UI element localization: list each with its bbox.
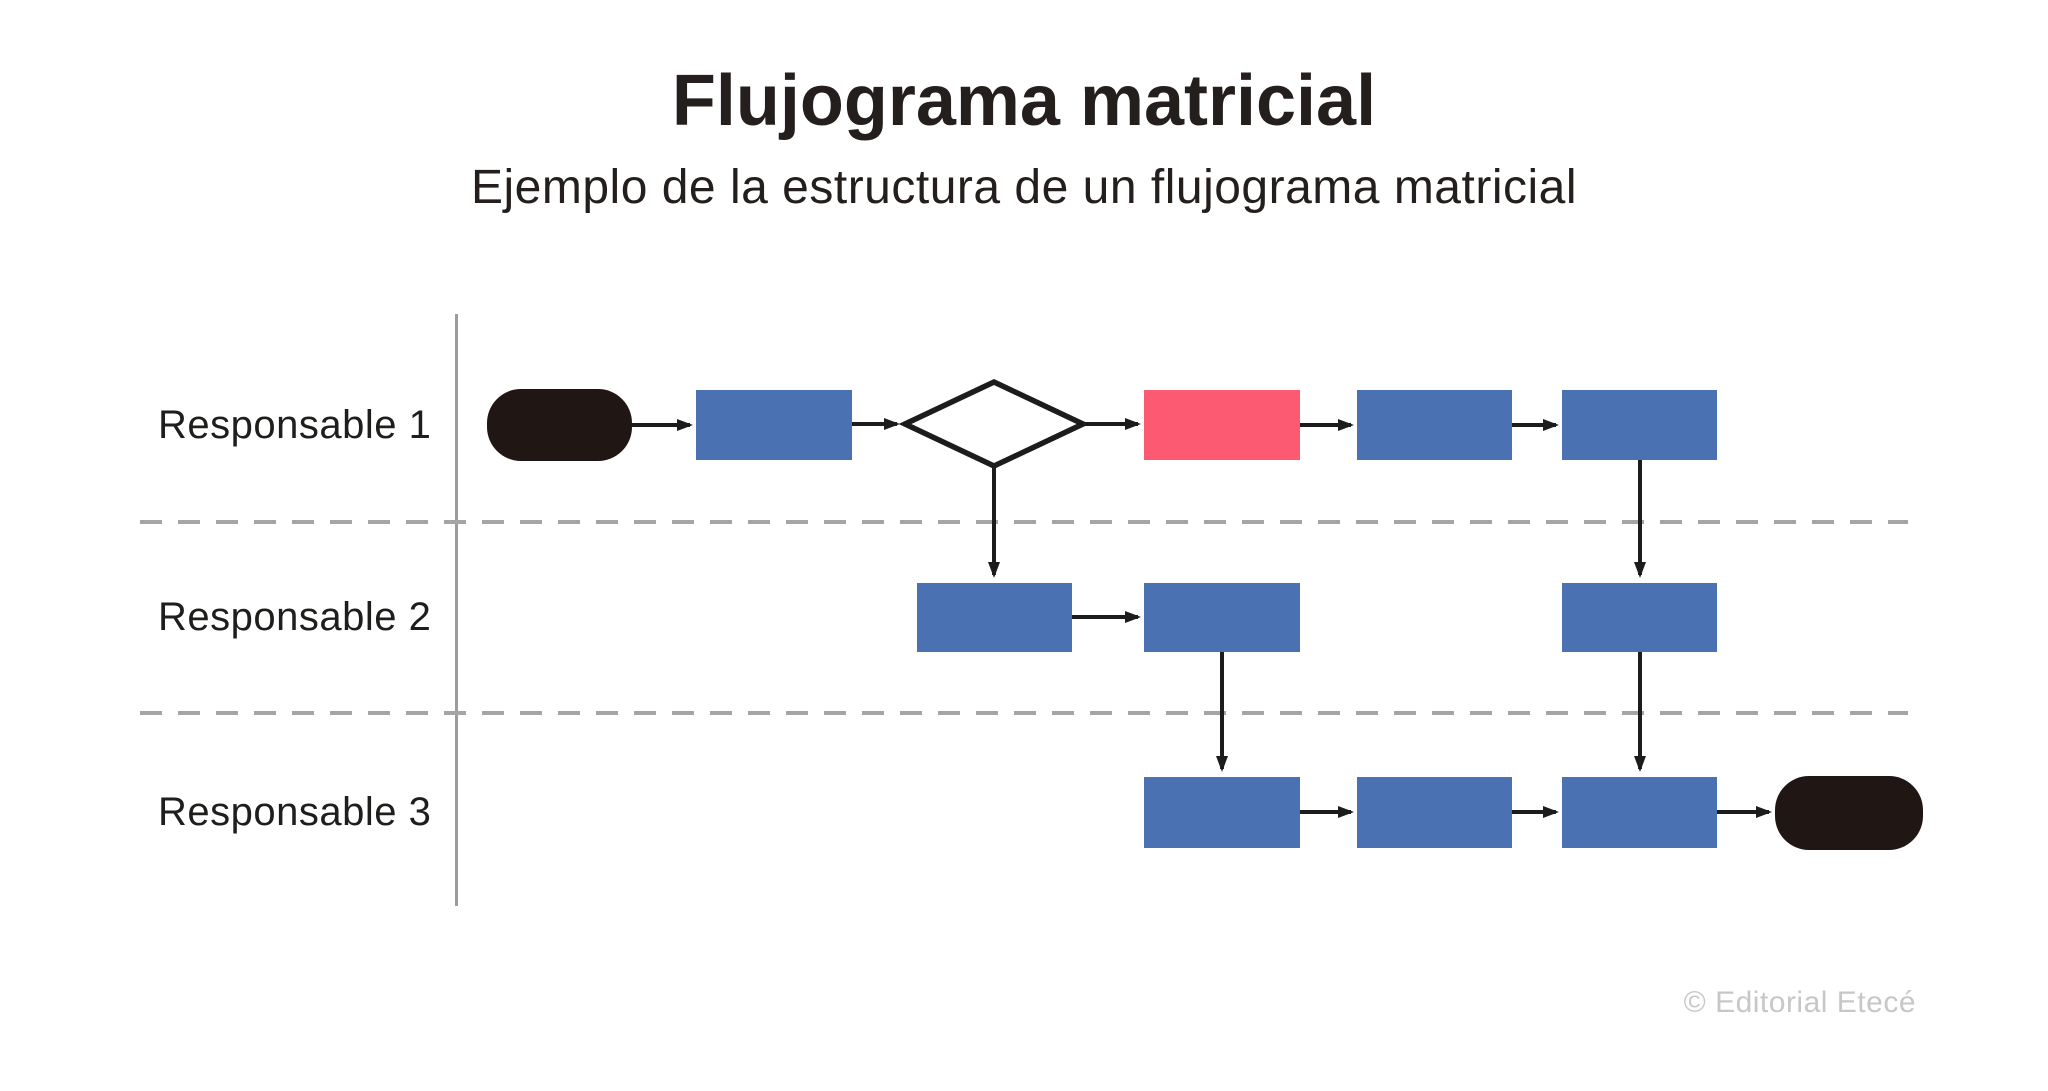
process-node-r3-1	[1144, 777, 1300, 848]
end-terminator-node	[1775, 776, 1923, 850]
process-node-r3-3	[1562, 777, 1717, 848]
process-node-r1-4	[1562, 390, 1717, 460]
process-node-r2-1	[917, 583, 1072, 652]
lane-divider-dashed-bottom	[140, 711, 1908, 715]
start-terminator-node	[487, 389, 632, 461]
lane-header-divider-line	[455, 314, 458, 906]
process-node-r2-3	[1562, 583, 1717, 652]
process-node-r2-2	[1144, 583, 1300, 652]
page-subtitle: Ejemplo de la estructura de un flujogram…	[470, 161, 1577, 214]
lane-divider-dashed-top	[140, 520, 1908, 524]
lane-label-responsable-1: Responsable 1	[158, 403, 432, 447]
process-node-r1-3	[1357, 390, 1512, 460]
process-node-r1-1	[696, 390, 852, 460]
page-title: Flujograma matricial	[671, 61, 1377, 141]
highlight-process-node-r1-2	[1144, 390, 1300, 460]
decision-diamond-node	[898, 378, 1090, 470]
copyright-credit: © Editorial Etecé	[1683, 986, 1916, 1019]
lane-label-responsable-2: Responsable 2	[158, 595, 432, 639]
lane-label-responsable-3: Responsable 3	[158, 790, 432, 834]
process-node-r3-2	[1357, 777, 1512, 848]
